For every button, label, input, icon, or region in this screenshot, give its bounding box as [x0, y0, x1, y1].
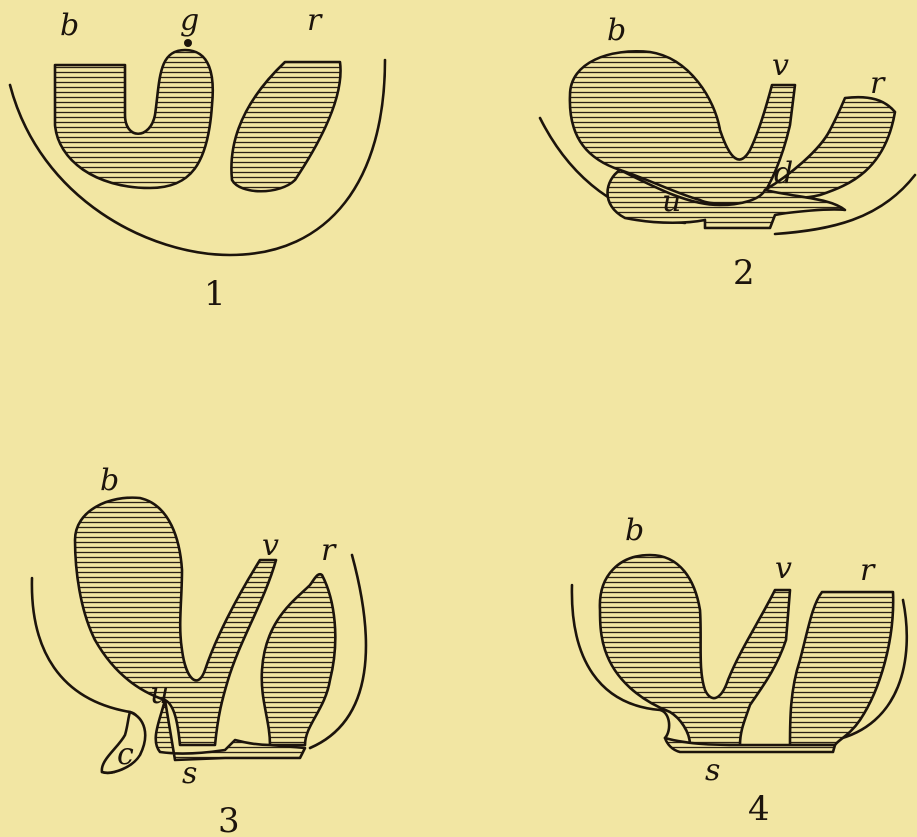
fig4-number: 4 — [748, 789, 770, 829]
fig2-label-u: u — [662, 184, 681, 219]
fig4-bladder-shape — [600, 555, 790, 745]
fig4-label-r: r — [860, 553, 876, 588]
fig1-rectum-shape — [231, 62, 340, 191]
fig3-label-c: c — [117, 737, 134, 772]
fig2-label-r: r — [870, 66, 886, 101]
fig4-label-v: v — [775, 551, 792, 586]
fig3-rectum-shape — [262, 574, 336, 745]
figure-3: b v r u c s 3 — [32, 463, 366, 837]
fig3-label-u: u — [150, 676, 169, 711]
figure-2: b v r d u 2 — [540, 13, 915, 293]
fig2-number: 2 — [733, 253, 755, 293]
fig3-label-r: r — [321, 533, 337, 568]
fig1-label-g: g — [180, 3, 199, 38]
fig1-label-r: r — [307, 3, 323, 38]
fig2-label-v: v — [772, 48, 789, 83]
fig3-label-s: s — [182, 756, 197, 791]
fig2-label-b: b — [607, 13, 626, 48]
fig3-bladder-shape — [75, 498, 276, 745]
fig4-label-b: b — [625, 513, 644, 548]
fig1-bladder-gut-shape — [55, 50, 213, 188]
fig3-number: 3 — [218, 801, 240, 837]
figure-4: b v r s 4 — [572, 513, 907, 829]
figure-1: b g r 1 — [10, 3, 385, 314]
fig3-label-b: b — [100, 463, 119, 498]
fig1-label-b: b — [60, 8, 79, 43]
fig3-label-v: v — [262, 528, 279, 563]
fig4-label-s: s — [705, 753, 720, 788]
fig1-g-dot — [184, 39, 192, 47]
fig2-bladder-shape — [570, 51, 795, 203]
fig1-number: 1 — [204, 274, 226, 314]
fig4-rectum-shape — [790, 592, 893, 745]
fig2-label-d: d — [774, 156, 793, 191]
